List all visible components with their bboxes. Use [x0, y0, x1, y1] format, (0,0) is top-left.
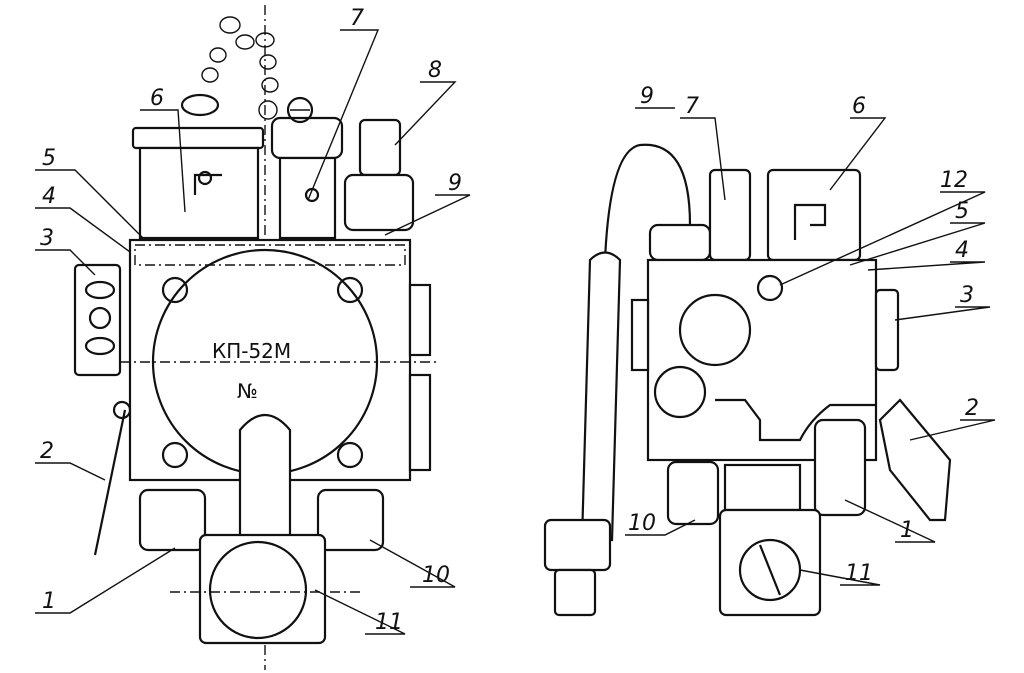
- callout-6-rear: 6: [852, 94, 866, 119]
- connector-10: [316, 488, 385, 552]
- right-callouts: 9 7 6 12 5 4 3 2 1 10 11: [628, 84, 979, 586]
- cable-9: [603, 143, 692, 261]
- left-callouts: 6 5 4 3 2 1 7 8 9 10 11: [40, 6, 462, 635]
- callout-4: 4: [42, 184, 56, 209]
- callout-2-rear: 2: [965, 396, 979, 421]
- callout-2: 2: [40, 439, 54, 464]
- callout-11-rear: 11: [845, 561, 873, 586]
- callout-1-rear: 1: [900, 518, 914, 543]
- right-view-rear: [543, 143, 952, 617]
- connector-1: [138, 488, 207, 552]
- callout-5: 5: [42, 146, 56, 171]
- callout-8: 8: [428, 58, 442, 83]
- callout-11: 11: [375, 610, 403, 635]
- clamp-3-rear: [874, 288, 900, 372]
- left-leaders: [35, 29, 471, 635]
- pin-2: [93, 409, 127, 556]
- callout-9: 9: [448, 171, 462, 196]
- callout-1: 1: [42, 589, 56, 614]
- callout-4-rear: 4: [955, 238, 969, 263]
- callout-7: 7: [350, 6, 364, 31]
- connector-10-rear: [666, 460, 720, 526]
- left-view-front: КП-52М №: [73, 5, 440, 670]
- plate-model: КП-52М: [212, 339, 291, 363]
- socket-11-rear: [718, 508, 822, 617]
- connector-1-rear: [813, 418, 867, 517]
- callout-10: 10: [422, 563, 450, 588]
- callout-12-rear: 12: [940, 168, 968, 193]
- callout-3: 3: [40, 226, 54, 251]
- callout-10-rear: 10: [628, 511, 656, 536]
- callout-9-rear: 9: [640, 84, 654, 109]
- callout-3-rear: 3: [960, 283, 974, 308]
- pin-2-rear: [878, 398, 952, 522]
- indicator-12: [756, 274, 784, 302]
- chain: [180, 16, 279, 120]
- callout-5-rear: 5: [955, 199, 969, 224]
- right-leaders: [625, 107, 996, 586]
- connector-8: [358, 118, 402, 177]
- plate-number: №: [237, 379, 258, 403]
- cable-plug: [580, 251, 622, 542]
- connector-7-rear: [708, 168, 752, 262]
- connector-7: [270, 116, 344, 160]
- socket-6-body: [138, 146, 260, 240]
- callout-7-rear: 7: [685, 94, 699, 119]
- socket-6-rear: [766, 168, 862, 262]
- callout-6: 6: [150, 86, 164, 111]
- socket-11: [198, 533, 327, 645]
- cap-6: [131, 126, 265, 150]
